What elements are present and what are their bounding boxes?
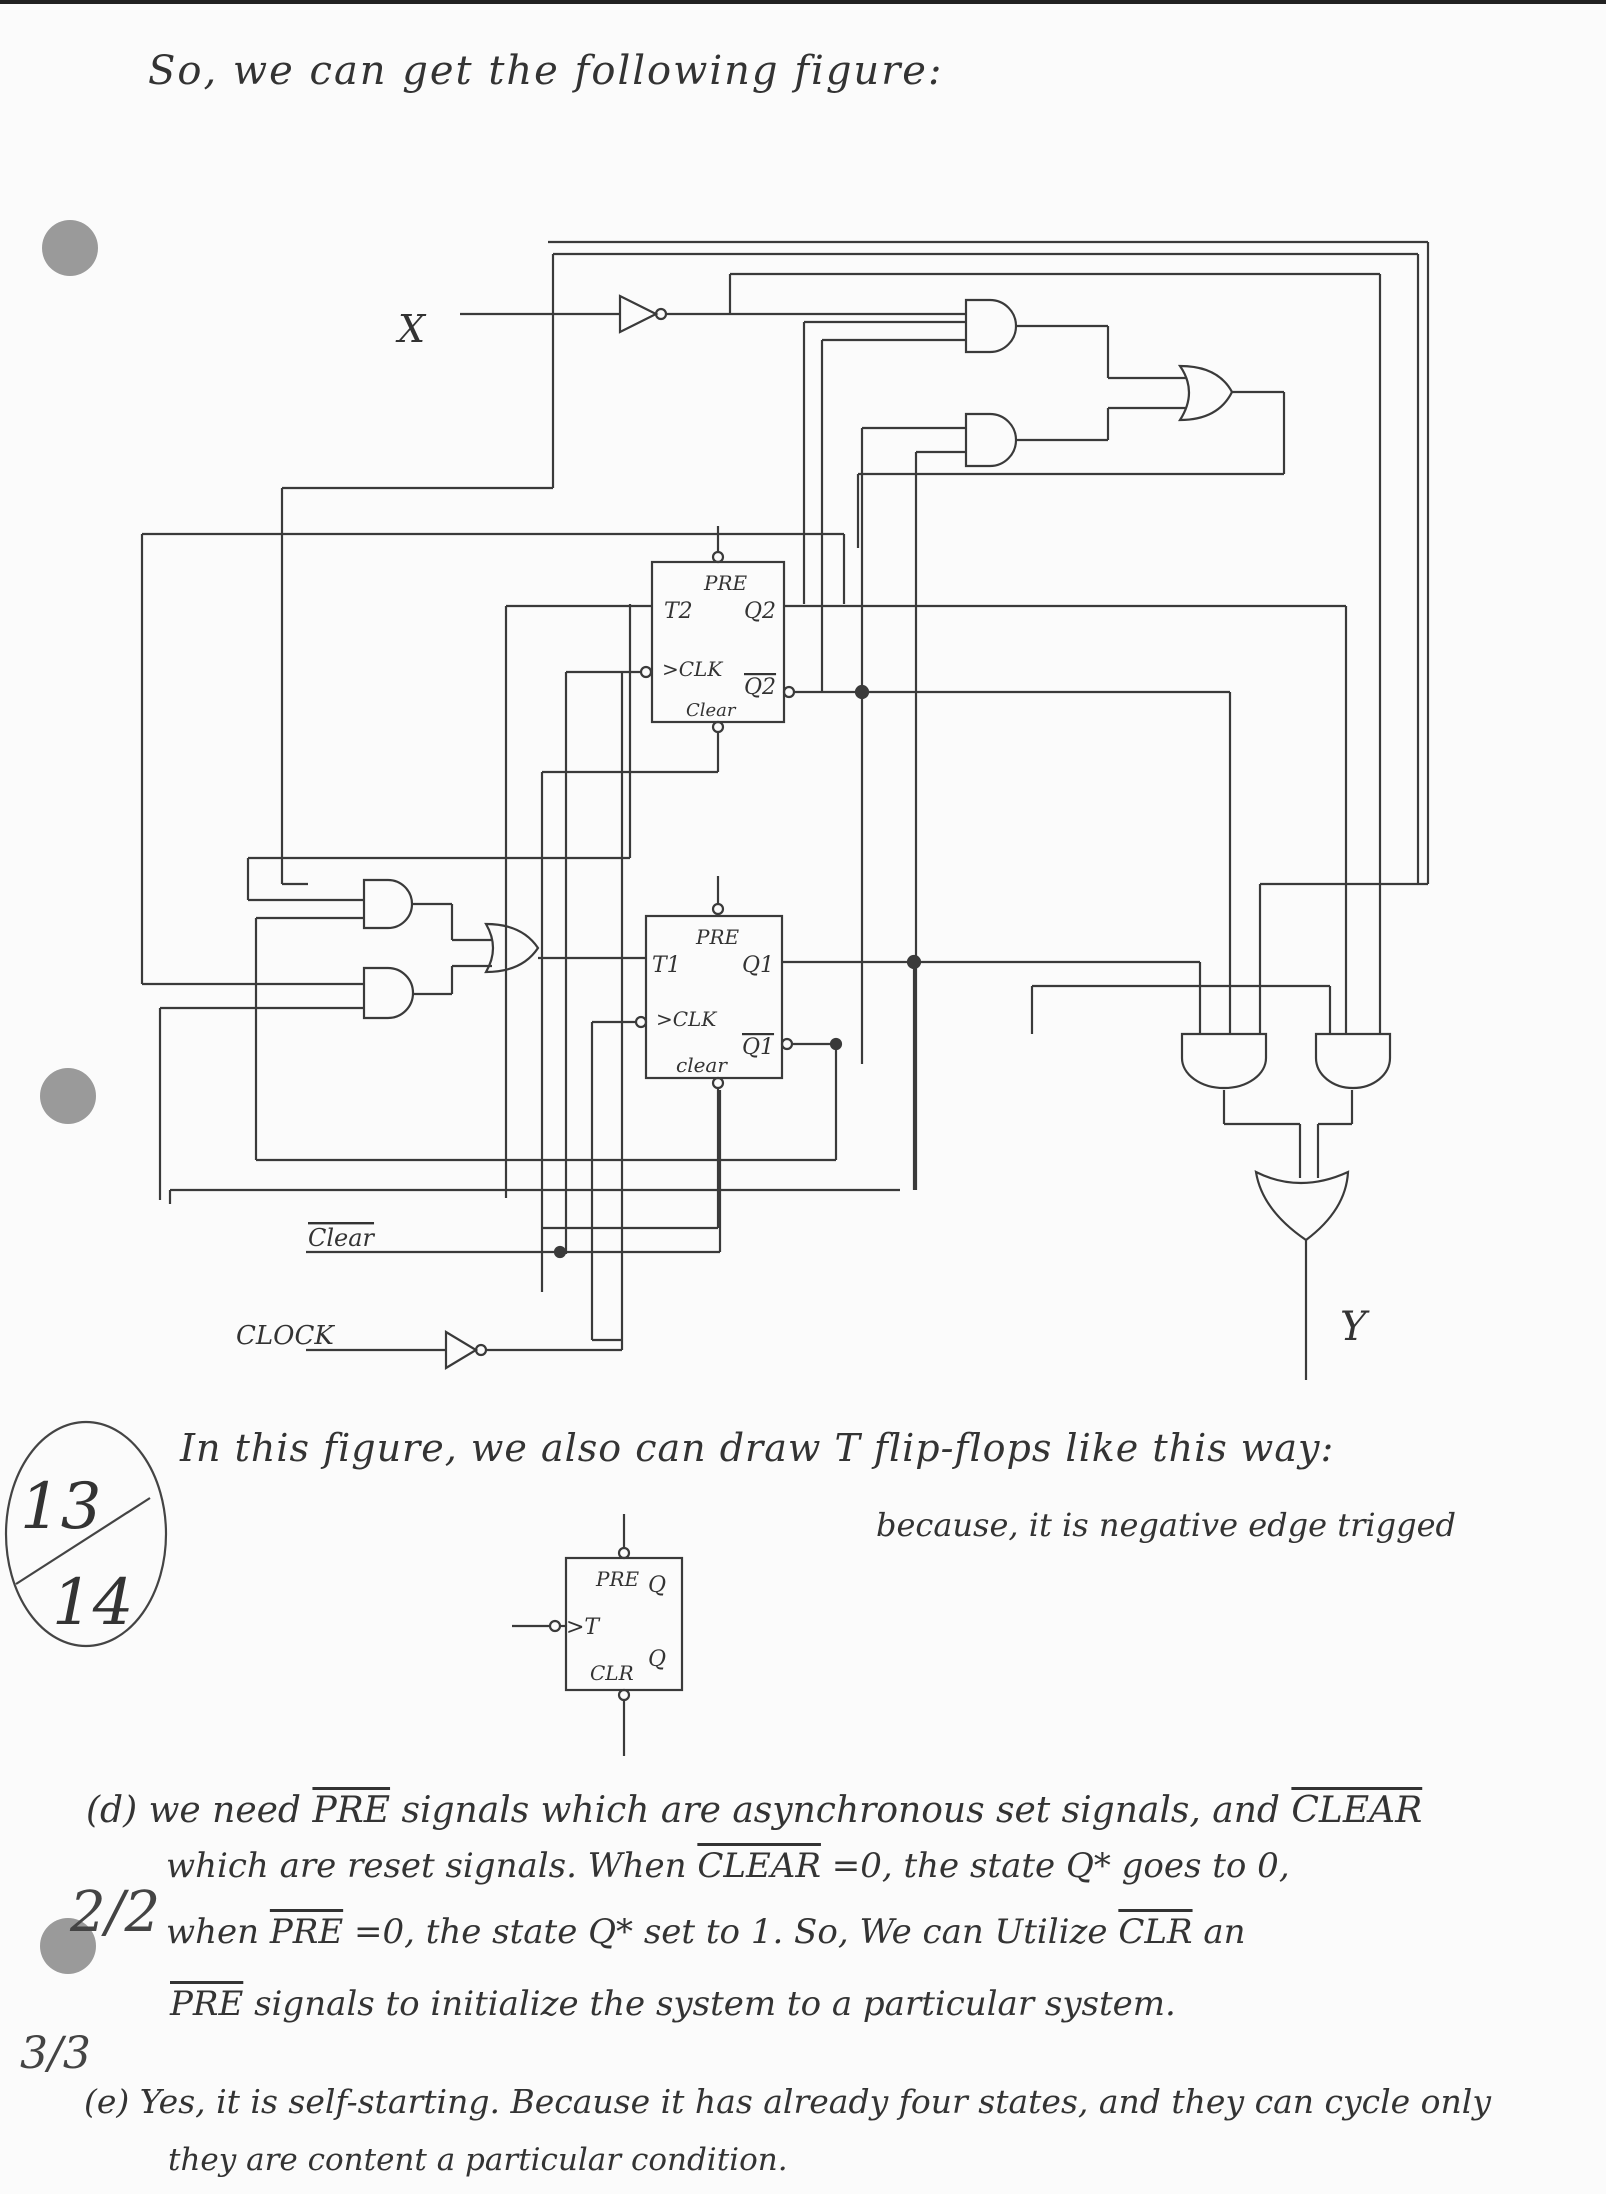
part-d-text-4: when xyxy=(166,1912,260,1952)
ff1-pre: PRE xyxy=(695,925,740,949)
part-d-text-5: =0, the state Q* set to 1. So, We can Ut… xyxy=(353,1912,1108,1952)
ff2-clear: Clear xyxy=(686,700,737,721)
grade-d: 2/2 xyxy=(70,1880,161,1945)
part-d-text-2: which are reset signals. When xyxy=(166,1846,687,1886)
and-gate-bottom-left xyxy=(1180,1032,1268,1090)
grade-e: 3/3 xyxy=(20,2028,91,2079)
ff1-qbar: Q1 xyxy=(742,1035,774,1060)
ff1-clk: >CLK xyxy=(656,1007,717,1031)
small-ff-t: >T xyxy=(566,1615,601,1640)
label-clock: CLOCK xyxy=(236,1321,335,1351)
circuit-diagram: X PRE T2 Q2 >CLK Q2 Clear PRE T1 Q1 >CLK… xyxy=(140,240,1430,1380)
small-ff-clr: CLR xyxy=(590,1661,634,1685)
note-line-2: because, it is negative edge trigged xyxy=(876,1506,1457,1544)
or-gate-top xyxy=(1177,364,1234,422)
part-e-line-2: they are content a particular condition. xyxy=(168,2142,788,2178)
or-gate-left xyxy=(484,922,540,974)
ff2-qbar: Q2 xyxy=(744,675,776,700)
grade-circle: 13 14 xyxy=(4,1420,168,1648)
part-d-text-7: signals to initialize the system to a pa… xyxy=(254,1984,1176,2024)
punch-hole-middle xyxy=(40,1068,96,1124)
part-d-line-3: when PRE =0, the state Q* set to 1. So, … xyxy=(166,1912,1246,1952)
not-gate-x xyxy=(618,294,659,334)
ff2-q: Q2 xyxy=(744,599,776,624)
not-gate-clock xyxy=(444,1330,479,1370)
part-d-pre-2: PRE xyxy=(269,1912,344,1952)
and-gate-left-top xyxy=(362,878,414,930)
note-line-1: In this figure, we also can draw T flip-… xyxy=(180,1426,1335,1470)
and-gate-left-bottom xyxy=(362,966,415,1020)
ff2-pre: PRE xyxy=(703,571,748,595)
part-d-line-4: PRE signals to initialize the system to … xyxy=(170,1984,1176,2024)
part-d-prefix: (d) we need xyxy=(86,1790,301,1831)
part-d-clr: CLR xyxy=(1118,1912,1193,1952)
ff1-clear: clear xyxy=(676,1053,728,1077)
ff2-clk: >CLK xyxy=(662,657,723,681)
ff1-q: Q1 xyxy=(742,953,774,978)
part-d-line-2: which are reset signals. When CLEAR =0, … xyxy=(166,1846,1290,1886)
or-gate-output xyxy=(1254,1170,1350,1242)
small-ff-q2: Q xyxy=(648,1647,666,1672)
label-x: X xyxy=(395,307,427,351)
page-top-edge xyxy=(0,0,1606,4)
and-gate-top xyxy=(964,298,1018,354)
part-d-text-3: =0, the state Q* goes to 0, xyxy=(831,1846,1290,1886)
and-gate-middle xyxy=(964,412,1018,468)
part-d-clear-1: CLEAR xyxy=(1291,1790,1423,1831)
grade-bottom: 14 xyxy=(52,1566,133,1640)
part-d-clear-2: CLEAR xyxy=(697,1846,821,1886)
ff2-t: T2 xyxy=(664,599,693,624)
part-d-line-1: (d) we need PRE signals which are asynch… xyxy=(86,1790,1422,1831)
label-y: Y xyxy=(1340,1304,1370,1350)
part-d-pre-1: PRE xyxy=(312,1790,391,1831)
and-gate-bottom-right xyxy=(1314,1032,1392,1090)
flipflop-1-box xyxy=(644,914,784,1080)
punch-hole-top xyxy=(42,220,98,276)
small-flipflop-diagram: PRE Q >T CLR Q xyxy=(512,1514,684,1756)
punch-hole-bottom xyxy=(40,1918,96,1974)
part-d-pre-3: PRE xyxy=(170,1984,244,2024)
label-clear: Clear xyxy=(308,1224,376,1252)
part-d-text-6: an xyxy=(1203,1912,1246,1952)
part-d-text-1: signals which are asynchronous set signa… xyxy=(401,1790,1280,1831)
part-e-line-1: (e) Yes, it is self-starting. Because it… xyxy=(84,2082,1491,2121)
ff1-t: T1 xyxy=(652,953,681,978)
small-ff-q: Q xyxy=(648,1573,666,1598)
header-line: So, we can get the following figure: xyxy=(148,48,944,94)
grade-top: 13 xyxy=(20,1470,101,1544)
small-ff-pre: PRE xyxy=(595,1567,640,1591)
